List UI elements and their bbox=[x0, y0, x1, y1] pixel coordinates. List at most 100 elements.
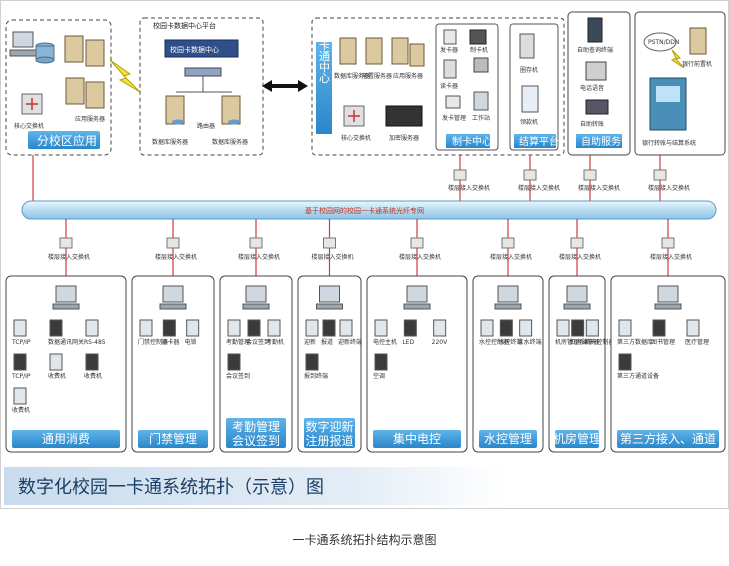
module-item-label: TCP/IP bbox=[11, 339, 31, 346]
center-item-0: 数据库服务器 bbox=[334, 72, 370, 80]
switch-icon bbox=[583, 169, 597, 181]
access-switches: 楼层接入交换机楼层接入交换机楼层接入交换机楼层接入交换机 bbox=[448, 169, 690, 192]
device-icon bbox=[186, 319, 200, 337]
switch-icon bbox=[59, 237, 73, 249]
device-icon bbox=[162, 319, 176, 337]
device-icon bbox=[686, 319, 700, 337]
device-icon bbox=[49, 353, 63, 371]
module-label: 数字迎新 bbox=[305, 419, 353, 434]
device-icon bbox=[571, 319, 585, 337]
module-item-label: 收费机 bbox=[84, 372, 102, 380]
module-switch-label: 楼层接入交换机 bbox=[312, 253, 354, 261]
device-icon bbox=[13, 319, 27, 337]
module-label: 门禁管理 bbox=[149, 431, 197, 446]
device-icon bbox=[433, 319, 447, 337]
module-label-box bbox=[304, 418, 355, 448]
device-icon bbox=[403, 319, 417, 337]
switch-icon bbox=[249, 237, 263, 249]
center-item-2: 应用服务器 bbox=[393, 72, 423, 80]
device-icon bbox=[556, 319, 570, 337]
module-item-label: 考勤管理 bbox=[226, 338, 250, 346]
settle-item-1: 领款机 bbox=[520, 118, 538, 126]
device-icon bbox=[374, 319, 388, 337]
module-label: 考勤管理 bbox=[232, 419, 280, 434]
module-item-label: 水控控制器 bbox=[479, 338, 509, 346]
module-label-box bbox=[555, 430, 599, 448]
module-switch-label: 楼层接入交换机 bbox=[399, 253, 441, 261]
switch-icon bbox=[323, 237, 336, 249]
module-item-label: 水控终端 bbox=[498, 338, 522, 346]
kiosk-icon bbox=[587, 17, 603, 43]
platform-db1-label: 数据库服务器 bbox=[152, 138, 188, 146]
keyboard-icon bbox=[403, 303, 431, 310]
center-servers-icon bbox=[339, 37, 425, 67]
device-icon bbox=[13, 387, 27, 405]
branch-app-label-box bbox=[28, 131, 100, 149]
module-label-box bbox=[12, 430, 120, 448]
module-item-label: 机房读卡器 bbox=[570, 338, 600, 346]
module-item-label: 医疗管理 bbox=[685, 338, 709, 346]
switch-icon bbox=[410, 237, 424, 249]
switch-icon bbox=[166, 237, 180, 249]
bank-server-icon bbox=[689, 27, 707, 55]
module-label: 集中电控 bbox=[393, 431, 441, 446]
bank-group: PSTN/DDN 银行前置机 银行转账与结算系统 bbox=[634, 11, 726, 156]
keyboard-icon bbox=[316, 303, 343, 310]
server-icon bbox=[64, 35, 105, 109]
atm-icon bbox=[649, 77, 687, 131]
top-switch-label: 楼层接入交换机 bbox=[518, 184, 560, 192]
device-icon bbox=[374, 353, 388, 371]
module-switch-label: 楼层接入交换机 bbox=[490, 253, 532, 261]
switch-icon bbox=[453, 169, 467, 181]
bus-label: 基于校园网的校园一卡通系统光纤专网 bbox=[305, 206, 424, 215]
one-card-center-group: 一卡通中心 数据库服务器 前置服务器 应用服务器 核心交换机 加密服务器 发卡器… bbox=[311, 17, 565, 156]
keyboard-icon bbox=[494, 303, 522, 310]
device-icon bbox=[499, 319, 513, 337]
keyboard-icon bbox=[563, 303, 591, 310]
module-item-label: 会议签到 bbox=[226, 372, 250, 380]
module-item-label: 报到终端 bbox=[304, 372, 328, 380]
platform-router-label: 路由器 bbox=[197, 122, 215, 130]
device-icon bbox=[85, 353, 99, 371]
computer-icon bbox=[319, 285, 340, 303]
settle-label: 结算平台 bbox=[519, 135, 559, 148]
top-switch-label: 楼层接入交换机 bbox=[448, 184, 490, 192]
module-item-label: 收费机 bbox=[12, 406, 30, 414]
device-icon bbox=[227, 353, 241, 371]
device-icon bbox=[585, 319, 599, 337]
module-label-box bbox=[373, 430, 461, 448]
phone-icon bbox=[585, 61, 607, 81]
platform-center-label: 校园卡数据中心 bbox=[170, 45, 219, 54]
module-1: 门禁控制器读卡器电锁门禁管理 bbox=[131, 275, 215, 453]
module-item-label: 数据通讯网关 bbox=[48, 338, 84, 346]
device-icon bbox=[13, 353, 27, 371]
card-item-3: 发卡管理 bbox=[442, 114, 466, 122]
keyboard-icon bbox=[159, 303, 187, 310]
self-service-label: 自助服务 bbox=[581, 135, 621, 148]
device-icon bbox=[247, 319, 261, 337]
card-item-2: 读卡器 bbox=[440, 82, 458, 90]
self-service-group: 自助查询终端 电话语音 自助转账 自助服务 bbox=[567, 11, 631, 156]
module-switch-label: 楼层接入交换机 bbox=[155, 253, 197, 261]
center-item-3: 核心交换机 bbox=[341, 134, 371, 142]
module-item-label: 读卡器 bbox=[161, 338, 179, 346]
module-label-box bbox=[226, 418, 286, 448]
center-vertical-label: 一卡通中心 bbox=[318, 29, 331, 84]
encryption-server-icon bbox=[385, 105, 423, 127]
cloud-icon bbox=[643, 32, 677, 52]
keyboard-icon bbox=[654, 303, 682, 310]
card-item-0: 发卡器 bbox=[440, 46, 458, 54]
module-switch-label: 楼层接入交换机 bbox=[48, 253, 90, 261]
title-banner: 数字化校园一卡通系统拓扑（示意）图 bbox=[4, 467, 504, 505]
device-icon bbox=[618, 319, 632, 337]
db-server-icon bbox=[165, 95, 241, 125]
center-item-4: 加密服务器 bbox=[389, 134, 419, 142]
computer-icon bbox=[162, 285, 184, 303]
branch-server-label: 应用服务器 bbox=[75, 115, 105, 123]
module-item-label: 饮水终端 bbox=[518, 338, 542, 346]
self-item-1: 电话语音 bbox=[580, 84, 604, 92]
switch-icon bbox=[570, 237, 584, 249]
